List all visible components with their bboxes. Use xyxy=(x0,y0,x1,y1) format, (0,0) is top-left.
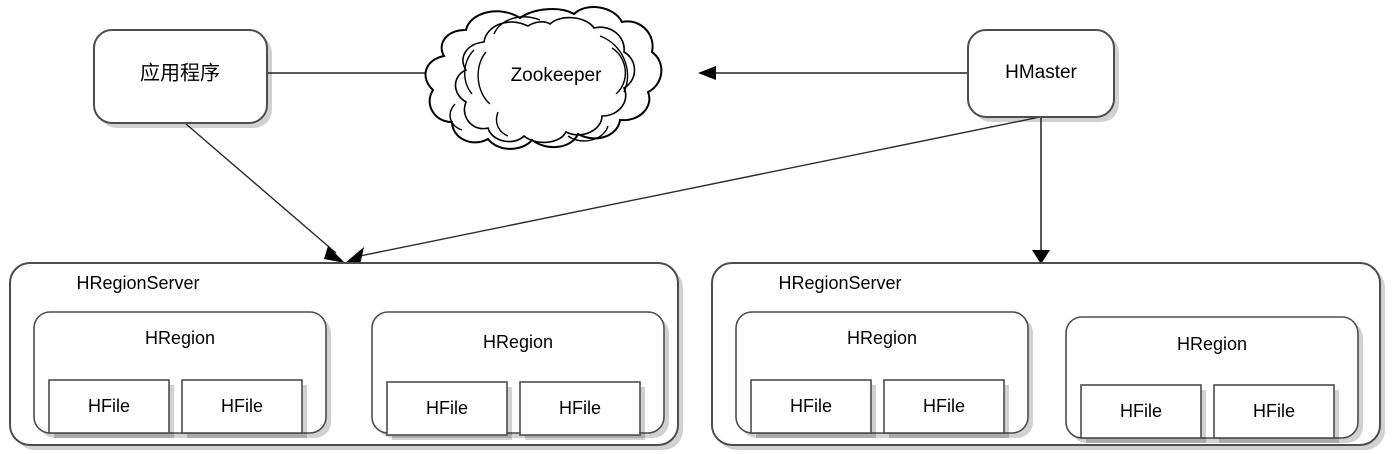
zookeeper-sketch-arc-2 xyxy=(477,51,491,105)
application-box xyxy=(93,29,268,124)
node-hfile-left-2b[interactable]: HFile xyxy=(519,381,645,440)
hregion-right-2-label: HRegion xyxy=(1177,334,1247,354)
edge-application-to-regionserver-left xyxy=(185,123,345,263)
node-hfile-right-1b[interactable]: HFile xyxy=(883,379,1009,438)
hfile-right-2b-box xyxy=(1213,384,1335,439)
hfile-left-1a-label: HFile xyxy=(88,396,130,416)
hfile-right-2a-label: HFile xyxy=(1120,401,1162,421)
hfile-right-2a-box xyxy=(1080,384,1202,439)
edge-hmaster-to-regionserver-right xyxy=(1032,117,1050,264)
zookeeper-sketch-arc-5 xyxy=(599,35,629,93)
edge-hmaster-to-zookeeper xyxy=(698,66,968,80)
hfile-left-1a-box xyxy=(48,379,170,434)
hfile-right-2b-label: HFile xyxy=(1253,401,1295,421)
application-label: 应用程序 xyxy=(140,61,220,84)
edge-hmaster-to-regionserver-left xyxy=(345,116,1041,265)
node-hfile-right-2a[interactable]: HFile xyxy=(1080,384,1206,443)
zookeeper-sketch-arc-4 xyxy=(611,47,626,95)
connectors xyxy=(185,66,1050,265)
hregion-left-2-label: HRegion xyxy=(483,332,553,352)
hmaster-label: HMaster xyxy=(1005,62,1077,83)
node-hfile-right-2b[interactable]: HFile xyxy=(1213,384,1339,443)
hfile-left-2b-box xyxy=(519,381,641,436)
regionserver-right-label: HRegionServer xyxy=(778,273,901,293)
hmaster-box xyxy=(967,29,1115,118)
node-zookeeper[interactable]: Zookeeper xyxy=(424,6,663,150)
zookeeper-sketch-arc-3 xyxy=(495,111,509,137)
hfile-left-2a-box xyxy=(386,381,508,436)
zookeeper-sketch-arc-1 xyxy=(464,49,475,95)
hfile-left-1b-label: HFile xyxy=(221,396,263,416)
hfile-left-2a-label: HFile xyxy=(426,398,468,418)
node-hfile-right-1a[interactable]: HFile xyxy=(750,379,876,438)
regionserver-left-label: HRegionServer xyxy=(76,273,199,293)
hregion-right-1-label: HRegion xyxy=(847,328,917,348)
node-hregion-right-2[interactable]: HRegion HFile HFile xyxy=(1065,316,1363,443)
node-hregion-right-1[interactable]: HRegion HFile HFile xyxy=(735,311,1033,438)
node-hregion-left-2[interactable]: HRegion HFile HFile xyxy=(371,311,669,440)
hfile-right-1b-box xyxy=(883,379,1005,434)
zookeeper-label: Zookeeper xyxy=(511,65,603,86)
node-hfile-left-1a[interactable]: HFile xyxy=(48,379,174,438)
hfile-left-2b-label: HFile xyxy=(559,398,601,418)
zookeeper-sketch-arc-7 xyxy=(449,103,463,131)
node-hregion-left-1[interactable]: HRegion HFile HFile xyxy=(33,311,331,438)
node-hfile-left-2a[interactable]: HFile xyxy=(386,381,512,440)
hfile-right-1b-label: HFile xyxy=(923,396,965,416)
hfile-right-1a-box xyxy=(750,379,872,434)
zookeeper-sketch-arc-6 xyxy=(493,16,541,35)
node-regionserver-right[interactable]: HRegionServer HRegion HFile HFile xyxy=(711,262,1385,450)
hfile-right-1a-label: HFile xyxy=(790,396,832,416)
zookeeper-cloud-inner xyxy=(454,16,636,144)
node-application[interactable]: 应用程序 xyxy=(93,29,272,128)
hfile-left-1b-box xyxy=(181,379,303,434)
node-regionserver-left[interactable]: HRegionServer HRegion HFile HFile xyxy=(9,262,683,450)
hregion-left-1-label: HRegion xyxy=(145,328,215,348)
node-hfile-left-1b[interactable]: HFile xyxy=(181,379,307,438)
zookeeper-sketch-arc-8 xyxy=(567,125,609,142)
node-hmaster[interactable]: HMaster xyxy=(967,29,1119,122)
